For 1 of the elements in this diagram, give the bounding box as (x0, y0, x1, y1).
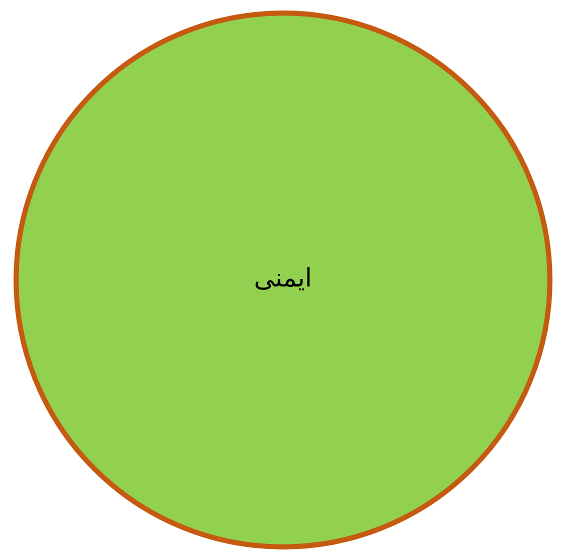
node-circle: ایمنی (14, 10, 552, 550)
